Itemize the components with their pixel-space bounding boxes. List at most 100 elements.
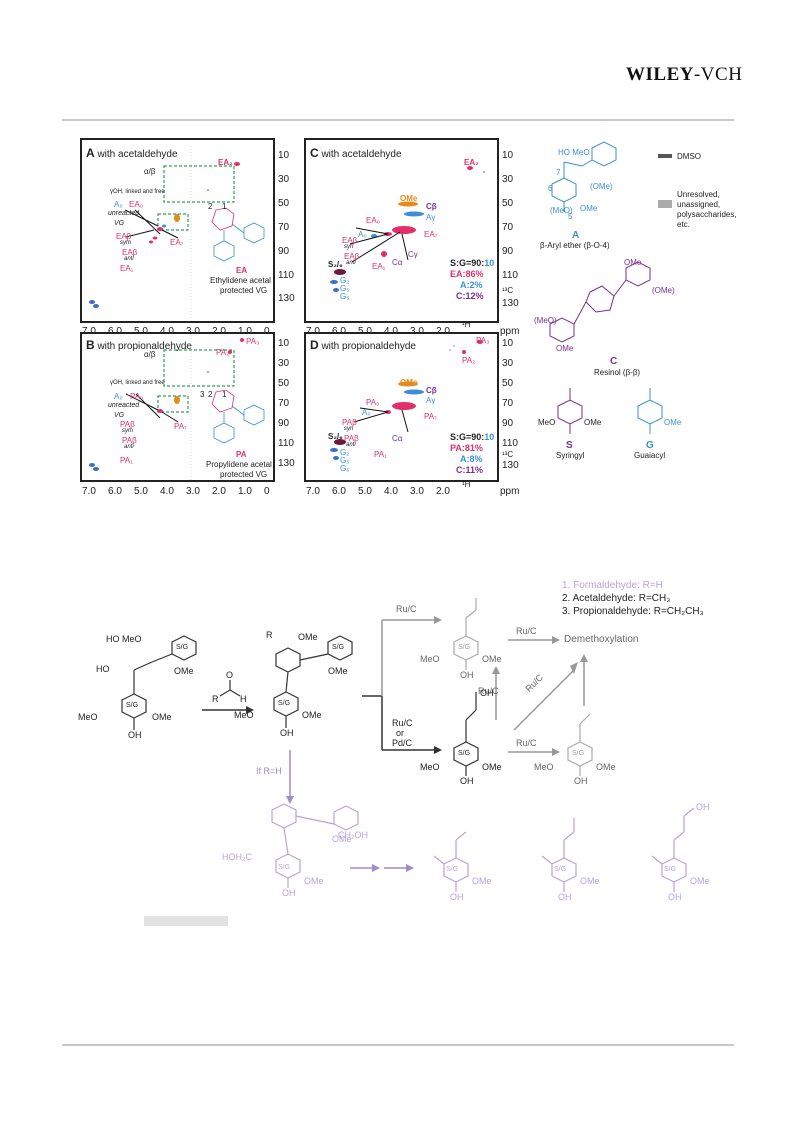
legend-a-ome2: OMe [580, 204, 598, 213]
b-pa1: PA₁ [120, 456, 133, 465]
b-xtick: 5.0 [134, 486, 148, 497]
d-pa3: PA₃ [476, 336, 490, 345]
d-xtick: 4.0 [384, 486, 398, 497]
acetal-sg-top: S/G [332, 644, 345, 651]
d-s26: S₂/₆ [328, 432, 343, 441]
d-pa7: PA₇ [424, 412, 437, 421]
prod-top-ome: OMe [482, 654, 502, 664]
m1-ome: OMe [472, 876, 492, 886]
b-vg: VG [114, 412, 125, 419]
reaction-scheme: 1. Formaldehyde: R=H 2. Acetaldehyde: R=… [62, 570, 734, 950]
d-a0: A₀ [362, 408, 371, 417]
c-ytick: 10 [502, 150, 514, 161]
legend-g-letter: G [646, 440, 654, 451]
scheme-pdc: Pd/C [392, 738, 413, 748]
panel-b-plot [89, 338, 265, 482]
d-ytick: 90 [502, 418, 514, 429]
acetal-r: R [266, 630, 273, 640]
d-ay: Aγ [426, 396, 436, 405]
c-ytick: 50 [502, 198, 514, 209]
scheme-item-1: 1. Formaldehyde: R=H [562, 580, 663, 591]
b-xtick: 4.0 [160, 486, 174, 497]
m1-oh: OH [450, 892, 464, 902]
legend-c-ome: OMe [624, 258, 642, 267]
a-ea2: EA₂ [218, 158, 233, 167]
d-ome: OMe [400, 378, 418, 387]
panel-c-frame [304, 138, 499, 323]
fa-ome: OMe [304, 876, 324, 886]
fa-hoh2c: HOH₂C [222, 852, 252, 862]
legend-dmso: DMSO [677, 152, 701, 161]
a-caption-1: Ethylidene acetal [210, 276, 271, 285]
d-ca: Cα [392, 434, 403, 443]
d-pab-anti: PAβ [344, 434, 359, 443]
c-ca: Cα [392, 258, 403, 267]
acetal-ome-top: OMe [328, 666, 348, 676]
m3-oh: OH [668, 892, 682, 902]
a-syn: sym [120, 240, 131, 246]
a-xtick: 6.0 [108, 326, 122, 337]
scheme-ruc-main: Ru/C [392, 718, 413, 728]
c-ytick: 110 [502, 270, 518, 281]
c-ea7: EA₇ [424, 230, 438, 239]
legend-unres-3: polysaccharides, [677, 210, 737, 219]
m3-oh-top: OH [696, 802, 710, 812]
c-xtick: 7.0 [306, 326, 320, 337]
c-xtick: 2.0 [436, 326, 450, 337]
panel-c-plot [330, 166, 485, 292]
legend-a-n7: 7 [556, 168, 561, 177]
scheme-ruc-top: Ru/C [396, 604, 417, 614]
sm-ome: OMe [152, 712, 172, 722]
c-h1-label: ¹H [462, 320, 471, 329]
d-ytick: 70 [502, 398, 514, 409]
legend-unres-1: Unresolved, [677, 190, 720, 199]
panel-b-title: B with propionaldehyde [86, 338, 192, 352]
d-c13-label: ¹³C [502, 450, 514, 459]
scheme-ruc-right: Ru/C [516, 626, 537, 636]
a-n2: 2 [208, 202, 213, 211]
b-pa3: PA₃ [246, 337, 260, 346]
header-rule [62, 119, 734, 121]
legend-c-name: Resinol (β-β) [594, 368, 641, 377]
d-anti: anti [346, 442, 356, 448]
sm-sg-top: S/G [176, 644, 189, 651]
d-ytick: 110 [502, 438, 518, 449]
c-ytick: 30 [502, 174, 514, 185]
a-vg: VG [114, 220, 125, 227]
b-caption-2: protected VG [220, 470, 268, 479]
d-pa0: PA₀ [366, 398, 380, 407]
fa-sg: S/G [278, 864, 291, 871]
scheme-or: or [396, 728, 405, 738]
sm-sg-bottom: S/G [126, 702, 139, 709]
d-xtick: 6.0 [332, 486, 346, 497]
fa-ch2oh: CH₂OH [338, 830, 368, 840]
scheme-item-3: 3. Propionaldehyde: R=CH₂CH₃ [562, 606, 704, 617]
prod-top-oh: OH [460, 670, 474, 680]
prod-bot-oh: OH [460, 776, 474, 786]
d-pa1: PA₁ [374, 450, 387, 459]
prod-bot-oh-top: OH [480, 688, 494, 698]
b-a0: A₀ [114, 392, 123, 401]
a-xtick: 2.0 [212, 326, 226, 337]
b-ytick: 10 [278, 338, 290, 349]
sm-homeo: HO MeO [106, 634, 142, 644]
m1-sg: S/G [446, 866, 459, 873]
b-pa2: PA₂ [216, 348, 230, 357]
b-xtick: 3.0 [186, 486, 200, 497]
a-ytick: 10 [278, 150, 290, 161]
b-pa0: PA₀ [130, 392, 144, 401]
legend-a-letter: A [572, 230, 580, 241]
d-pa-pct: PA:81% [450, 443, 483, 453]
legend-unres-4: etc. [677, 220, 690, 229]
c-a0: A₀ [358, 230, 367, 239]
legend-s-name: Syringyl [556, 451, 585, 460]
acetal-oh: OH [280, 728, 294, 738]
b-ytick: 130 [278, 458, 295, 469]
panel-d-frame [304, 332, 499, 482]
c-g5: G₅ [340, 284, 350, 293]
fa-ome2: OMe [332, 834, 352, 844]
ald-h: H [240, 694, 247, 704]
panel-a-plot [89, 146, 265, 323]
b-xtick: 1.0 [238, 486, 252, 497]
m2-oh: OH [558, 892, 572, 902]
